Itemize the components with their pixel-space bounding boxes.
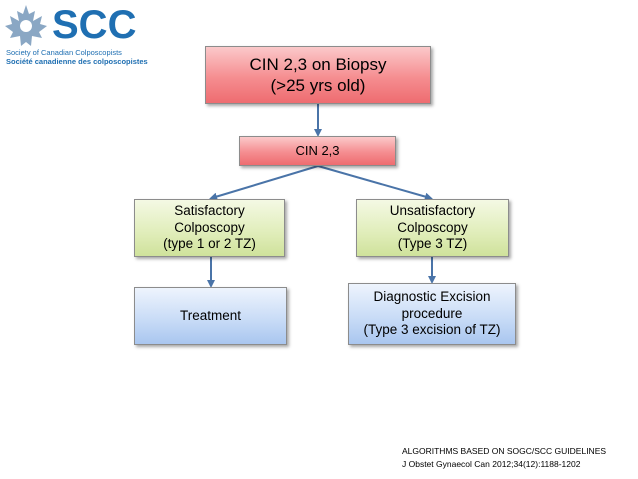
treatment-label: Treatment [179,307,242,323]
scc-logo: SCC Society of Canadian Colposcopists So… [2,2,202,72]
cin-box-label: CIN 2,3 [295,142,340,158]
arrow-cin-to-satisfactory [209,165,319,201]
logo-name-en: Society of Canadian Colposcopists [6,48,122,57]
satisfactory-line3: (type 1 or 2 TZ) [163,236,256,252]
arrow-cin-to-unsatisfactory [317,165,433,201]
biopsy-box-line1: CIN 2,3 on Biopsy [249,54,387,74]
cin-box: CIN 2,3 [239,136,396,166]
unsatisfactory-box: Unsatisfactory Colposcopy (Type 3 TZ) [356,199,509,257]
maple-leaf-icon [5,5,47,46]
biopsy-box-line2: (>25 yrs old) [270,76,366,95]
reference-line2: J Obstet Gynaecol Can 2012;34(12):1188-1… [402,459,581,469]
unsatisfactory-line1: Unsatisfactory [389,202,476,218]
treatment-box: Treatment [134,287,287,345]
unsatisfactory-line2: Colposcopy [397,219,468,235]
unsatisfactory-line3: (Type 3 TZ) [397,236,468,252]
diagnostic-excision-box: Diagnostic Excision procedure (Type 3 ex… [348,283,516,345]
reference-line1: ALGORITHMS BASED ON SOGC/SCC GUIDELINES [402,446,607,456]
satisfactory-line2: Colposcopy [174,219,245,235]
reference-note: ALGORITHMS BASED ON SOGC/SCC GUIDELINES … [402,445,606,471]
diagnostic-line3: (Type 3 excision of TZ) [363,322,501,338]
logo-acronym: SCC [52,3,137,47]
satisfactory-line1: Satisfactory [174,202,245,218]
satisfactory-box: Satisfactory Colposcopy (type 1 or 2 TZ) [134,199,285,257]
logo-name-fr: Société canadienne des colposcopistes [6,57,148,66]
diagnostic-line1: Diagnostic Excision [373,288,491,304]
biopsy-box: CIN 2,3 on Biopsy (>25 yrs old) [205,46,431,104]
diagnostic-line2: procedure [401,305,463,321]
